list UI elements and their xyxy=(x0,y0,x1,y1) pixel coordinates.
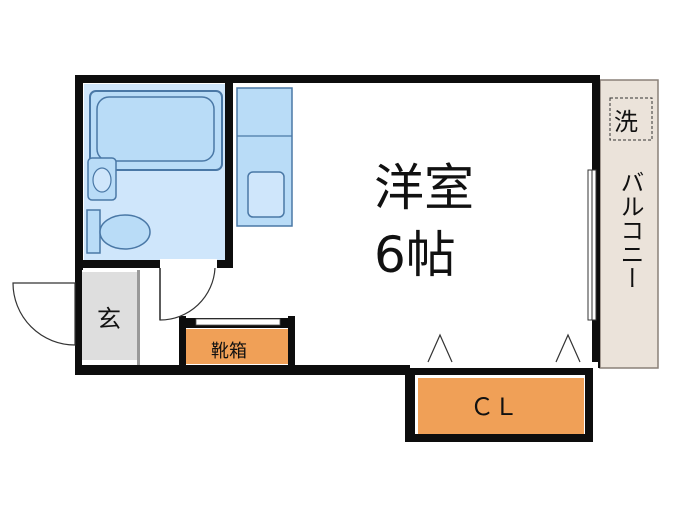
closet-door-left xyxy=(427,333,453,363)
bath-wall-right xyxy=(225,83,233,268)
shoe-box-slot xyxy=(195,318,281,326)
shoe-box-label: 靴箱 xyxy=(211,341,247,362)
balcony-label: バルコニー xyxy=(616,170,644,290)
shoe-box xyxy=(186,329,288,364)
bathtub-inner xyxy=(96,96,215,162)
washer-box xyxy=(609,97,653,141)
bath-door xyxy=(159,267,216,321)
closet-door-right xyxy=(555,333,581,363)
closet xyxy=(418,378,584,434)
entrance-partition xyxy=(137,270,140,365)
door-gap xyxy=(160,259,217,269)
closet-label: ＣＬ xyxy=(470,393,518,421)
shoe-box-wall-right xyxy=(288,316,295,366)
toilet-bowl xyxy=(99,214,151,250)
closet-wall xyxy=(405,365,600,442)
bottom-wall xyxy=(75,365,405,375)
room-name: 洋室 xyxy=(374,159,474,217)
shoe-box-wall-left xyxy=(179,316,186,366)
entrance-floor xyxy=(82,272,137,360)
closet-top-rail xyxy=(410,362,598,368)
room-size: 6帖 xyxy=(374,226,456,284)
entrance-label: 玄 xyxy=(97,305,121,333)
washer-label: 洗 xyxy=(614,108,638,136)
bath-wall-bottom xyxy=(83,260,233,268)
entrance-door xyxy=(12,282,76,346)
basin-bowl xyxy=(92,167,112,193)
entrance-wall-left xyxy=(75,270,82,375)
toilet-tank xyxy=(86,209,101,254)
kitchen-sink xyxy=(247,171,285,218)
